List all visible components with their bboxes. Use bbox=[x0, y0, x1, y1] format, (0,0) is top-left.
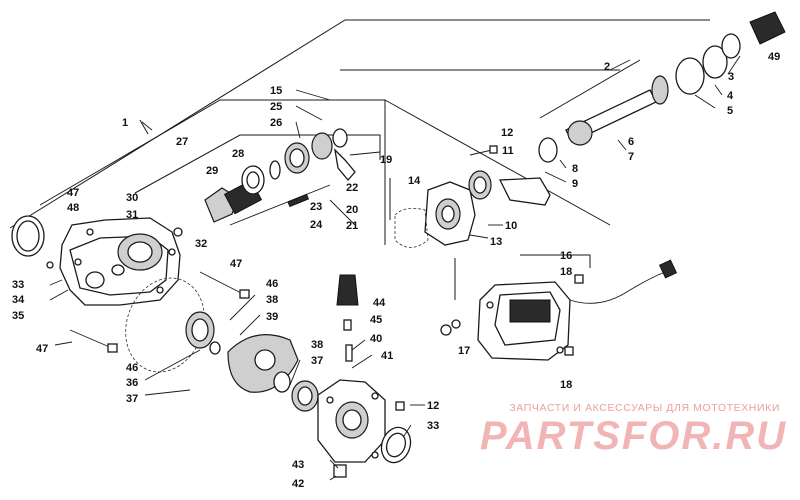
callout-17: 17 bbox=[458, 345, 470, 357]
callout-29: 29 bbox=[206, 165, 218, 177]
callout-7: 7 bbox=[628, 151, 634, 163]
callout-24: 24 bbox=[310, 219, 323, 231]
callout-22: 22 bbox=[346, 182, 358, 194]
callout-26: 26 bbox=[270, 117, 282, 129]
callout-27: 27 bbox=[176, 136, 188, 148]
transmission-housing bbox=[59, 217, 181, 306]
carrier-seal bbox=[380, 426, 412, 464]
callout-32: 32 bbox=[195, 238, 207, 250]
callout-18-bottom: 18 bbox=[560, 379, 572, 391]
callout-8: 8 bbox=[572, 163, 578, 175]
watermark-logo: PARTSFOR.RU bbox=[480, 414, 788, 458]
callout-6: 6 bbox=[628, 136, 634, 148]
callout-12-bottom: 12 bbox=[427, 400, 439, 412]
callout-14: 14 bbox=[408, 175, 421, 187]
callout-35: 35 bbox=[12, 310, 24, 322]
callout-10: 10 bbox=[505, 220, 517, 232]
callout-18-top: 18 bbox=[560, 266, 572, 278]
callout-28: 28 bbox=[232, 148, 244, 160]
callout-43: 43 bbox=[292, 459, 304, 471]
callout-47-top: 47 bbox=[67, 187, 79, 199]
callout-48: 48 bbox=[67, 202, 79, 214]
callout-42: 42 bbox=[292, 478, 304, 490]
callout-33-bottom: 33 bbox=[427, 420, 439, 432]
callout-38-top: 38 bbox=[266, 294, 278, 306]
watermark-caption: ЗАПЧАСТИ И АКСЕССУАРЫ ДЛЯ МОТОТЕХНИКИ bbox=[509, 402, 780, 414]
callout-37-right: 37 bbox=[311, 355, 323, 367]
callout-5: 5 bbox=[727, 105, 733, 117]
callout-33-left: 33 bbox=[12, 279, 24, 291]
small-bolts-left bbox=[46, 227, 250, 353]
callout-31: 31 bbox=[126, 209, 138, 221]
callout-1: 1 bbox=[122, 117, 128, 129]
callout-15: 15 bbox=[270, 85, 282, 97]
callout-19: 19 bbox=[380, 154, 392, 166]
shift-rod bbox=[229, 184, 331, 226]
callout-45: 45 bbox=[370, 314, 382, 326]
callout-4: 4 bbox=[727, 90, 734, 102]
callout-16: 16 bbox=[560, 250, 572, 262]
callout-38-bottom: 38 bbox=[311, 339, 323, 351]
callout-25: 25 bbox=[270, 101, 282, 113]
plunger-boot bbox=[333, 274, 405, 478]
intermediate-housing bbox=[394, 145, 551, 248]
callout-30: 30 bbox=[126, 192, 138, 204]
callout-41: 41 bbox=[381, 350, 393, 362]
callout-21: 21 bbox=[346, 220, 358, 232]
carrier-cover bbox=[317, 379, 386, 463]
callout-13: 13 bbox=[490, 236, 502, 248]
callout-labels: 1 2 3 4 5 6 7 8 9 10 11 12 12 13 14 15 1… bbox=[12, 51, 780, 490]
parts-site-watermark: ЗАПЧАСТИ И АКСЕССУАРЫ ДЛЯ МОТОТЕХНИКИ PA… bbox=[480, 402, 788, 458]
callout-37-left: 37 bbox=[126, 393, 138, 405]
callout-46-top: 46 bbox=[266, 278, 278, 290]
callout-44: 44 bbox=[373, 297, 386, 309]
callout-3: 3 bbox=[728, 71, 734, 83]
callout-9: 9 bbox=[572, 178, 578, 190]
callout-leaders bbox=[49, 55, 741, 481]
output-bearing-stack bbox=[185, 311, 319, 412]
shift-actuator-motor bbox=[440, 259, 678, 361]
callout-39: 39 bbox=[266, 311, 278, 323]
callout-47-mid: 47 bbox=[230, 258, 242, 270]
callout-23: 23 bbox=[310, 201, 322, 213]
drive-shaft bbox=[538, 11, 786, 163]
callout-12-top: 12 bbox=[501, 127, 513, 139]
callout-40: 40 bbox=[370, 333, 382, 345]
callout-11: 11 bbox=[502, 145, 514, 157]
callout-49: 49 bbox=[768, 51, 780, 63]
housing-seal bbox=[11, 215, 45, 257]
callout-20: 20 bbox=[346, 204, 358, 216]
callout-36: 36 bbox=[126, 377, 138, 389]
callout-47-left: 47 bbox=[36, 343, 48, 355]
callout-34: 34 bbox=[12, 294, 25, 306]
callout-46-bottom: 46 bbox=[126, 362, 138, 374]
callout-2: 2 bbox=[604, 61, 610, 73]
assembly-frame-lines bbox=[9, 19, 710, 300]
pinion-gear-assembly bbox=[204, 128, 381, 223]
